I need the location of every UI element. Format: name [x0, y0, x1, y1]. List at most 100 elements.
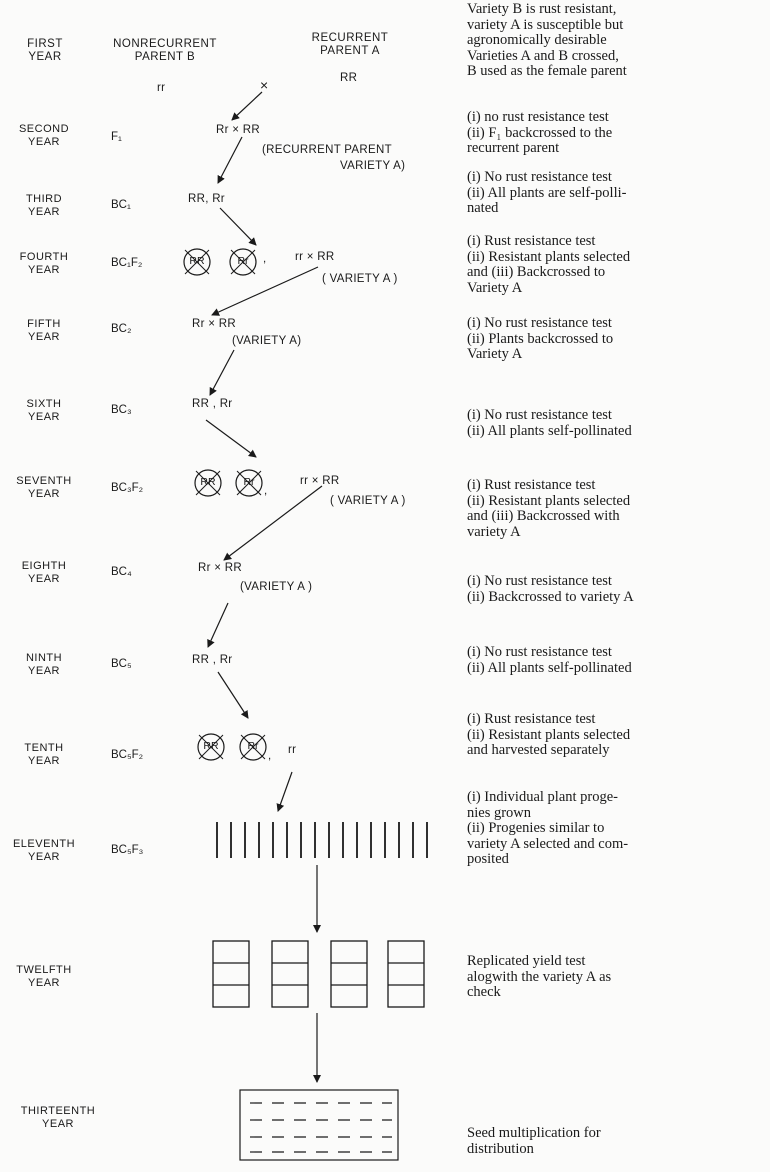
note-line: (ii) All plants self-pollinated: [467, 659, 632, 676]
year-7-l1: SEVENTH: [16, 475, 72, 487]
gen-bc3f2: BC₃F₂: [111, 482, 144, 494]
note-y9: (i) No rust resistance test(ii) All plan…: [467, 644, 767, 676]
arrow-y2-y3: [217, 136, 243, 184]
cross-y3: RR, Rr: [188, 193, 225, 205]
note-line: (i) Rust resistance test: [467, 711, 596, 727]
arrow-y4-y5: [211, 266, 319, 316]
genotype-y1-a: RR: [340, 72, 358, 84]
year-3-l2: YEAR: [28, 206, 60, 218]
genotype-y10-rr: rr: [288, 744, 297, 756]
circle-y10-Rr-label: Rr: [247, 740, 259, 752]
note-line: alogwith the variety A as: [467, 968, 612, 985]
gen-bc5f2: BC₅F₂: [111, 749, 144, 761]
note-line: Variety A: [467, 279, 523, 296]
note-line: (i) no rust resistance test: [467, 109, 609, 125]
arrow-y3-y4: [219, 207, 257, 246]
year-2-l2: YEAR: [28, 136, 60, 148]
note-line: (i) Rust resistance test: [467, 233, 596, 249]
note-line: variety A: [467, 523, 521, 540]
header-parent-b: NONRECURRENT PARENT B: [95, 38, 235, 64]
note-line: (ii) F₁ backcrossed to the: [467, 124, 613, 141]
comma-y4: ,: [263, 253, 267, 265]
note-line: (ii) All plants are self-polli-: [467, 184, 627, 201]
note-line: (i) No rust resistance test: [467, 644, 612, 660]
year-13-l1: THIRTEENTH: [20, 1105, 96, 1117]
note-line: Varieties A and B crossed,: [467, 47, 619, 64]
note-line: (ii) Resistant plants selected: [467, 492, 631, 509]
note-line: variety A selected and com-: [467, 835, 629, 852]
note-y7: (i) Rust resistance test(ii) Resistant p…: [467, 477, 767, 540]
note-line: (ii) Resistant plants selected: [467, 726, 631, 743]
arrow-y10-y11: [276, 771, 293, 812]
arrow-y6-y7: [205, 419, 257, 458]
comma-y7: ,: [264, 485, 268, 497]
genotype-y1-b: rr: [157, 82, 166, 94]
note-y2: (i) no rust resistance test(ii) F₁ backc…: [467, 109, 767, 157]
year-10-l1: TENTH: [24, 742, 64, 754]
progeny-rows: [216, 822, 428, 858]
cross-y7-variety: ( VARIETY A ): [330, 495, 406, 507]
year-9-l2: YEAR: [28, 665, 60, 677]
note-line: B used as the female parent: [467, 63, 627, 79]
cross-y8-variety: (VARIETY A ): [240, 581, 313, 593]
note-line: (i) No rust resistance test: [467, 407, 612, 423]
note-y1: Variety B is rust resistant,variety A is…: [467, 1, 767, 80]
arrow-y1-y2: [231, 91, 263, 121]
note-line: distribution: [467, 1140, 534, 1157]
cross-y2-note1: (RECURRENT PARENT: [262, 144, 392, 156]
cross-y7: rr × RR: [300, 475, 340, 487]
circle-y4-Rr-label: Rr: [237, 255, 249, 267]
cross-y2: Rr × RR: [216, 124, 260, 136]
header-first-year-l2: YEAR: [28, 51, 62, 63]
header-first-year-l1: FIRST: [27, 38, 63, 50]
gen-bc3: BC₃: [111, 404, 132, 416]
note-line: (ii) Backcrossed to variety A: [467, 588, 634, 605]
cross-y9: RR , Rr: [192, 654, 233, 666]
header-parent-a-l2: PARENT A: [320, 45, 380, 57]
header-first-year: FIRST YEAR: [10, 38, 80, 64]
note-line: and harvested separately: [467, 742, 610, 758]
cross-y4: rr × RR: [295, 251, 335, 263]
note-y5: (i) No rust resistance test(ii) Plants b…: [467, 315, 767, 363]
year-4-l1: FOURTH: [19, 251, 69, 263]
year-9-l1: NINTH: [25, 652, 63, 664]
note-line: (ii) Progenies similar to: [467, 820, 605, 836]
year-8-l1: EIGHTH: [21, 560, 67, 572]
note-line: (i) Rust resistance test: [467, 477, 596, 493]
year-2-l1: SECOND: [18, 123, 70, 135]
gen-bc4: BC₄: [111, 566, 132, 578]
year-7-l2: YEAR: [28, 488, 60, 500]
note-y6: (i) No rust resistance test(ii) All plan…: [467, 407, 767, 439]
note-line: and (iii) Backcrossed to: [467, 264, 606, 280]
note-line: Variety A: [467, 346, 523, 362]
year-13-l2: YEAR: [42, 1118, 74, 1130]
note-line: (i) No rust resistance test: [467, 573, 612, 589]
circle-y7-RR: RR: [193, 468, 223, 498]
cross-y5-variety: (VARIETY A): [232, 335, 302, 347]
comma-y10: ,: [268, 750, 272, 762]
note-line: Seed multiplication for: [467, 1125, 601, 1141]
note-line: Variety B is rust resistant,: [467, 1, 617, 17]
circle-y7-Rr: Rr: [234, 468, 264, 498]
year-11-l1: ELEVENTH: [12, 838, 76, 850]
note-y4: (i) Rust resistance test(ii) Resistant p…: [467, 233, 767, 296]
note-line: and (iii) Backcrossed with: [467, 508, 620, 524]
cross-y5: Rr × RR: [192, 318, 236, 330]
circle-y10-RR-label: RR: [203, 740, 219, 752]
header-parent-b-l2: PARENT B: [134, 51, 196, 63]
circle-y4-RR: RR: [182, 247, 212, 277]
gen-bc5f3: BC₅F₃: [111, 844, 144, 856]
circle-y10-Rr: Rr: [238, 732, 268, 762]
seed-multiplication-plot: [239, 1089, 399, 1161]
note-y3: (i) No rust resistance test(ii) All plan…: [467, 169, 767, 217]
year-6-l2: YEAR: [28, 411, 60, 423]
arrow-y8-y9: [207, 602, 229, 648]
yield-plots: [212, 940, 425, 1008]
